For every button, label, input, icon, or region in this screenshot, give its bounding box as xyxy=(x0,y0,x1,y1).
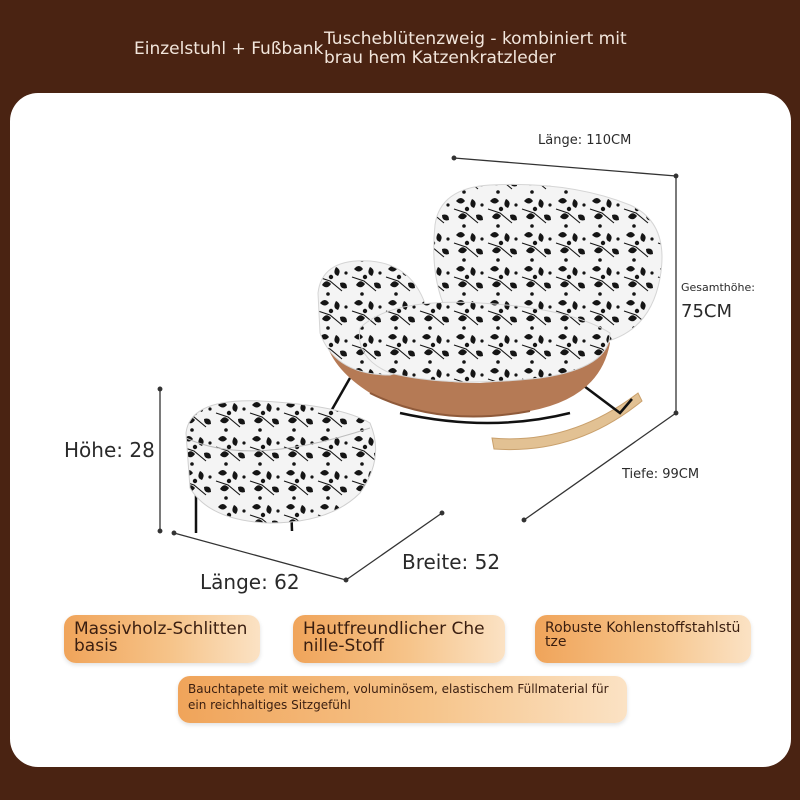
feature-solid-wood-base: Massivholz-Schlittenbasis xyxy=(64,615,260,663)
ottoman-height-label: Höhe: 28 xyxy=(64,438,155,462)
chair-length-label: Länge: 110CM xyxy=(538,133,632,148)
depth-label: Tiefe: 99CM xyxy=(622,467,700,482)
ottoman-length-line xyxy=(171,530,349,583)
chair-length-line xyxy=(451,155,679,179)
color-description: Tuscheblütenzweig - kombiniert mit brau … xyxy=(324,29,627,68)
chair-height-line xyxy=(673,176,679,416)
ottoman-length-label: Länge: 62 xyxy=(200,570,300,594)
feature-filling-description-text: Bauchtapete mit weichem, voluminösem, el… xyxy=(188,682,609,712)
feature-carbon-steel-support: Robuste Kohlenstoffstahlstütze xyxy=(535,615,751,663)
chair-depth-line xyxy=(521,412,677,523)
feature-solid-wood-base-text: Massivholz-Schlittenbasis xyxy=(74,619,248,656)
ottoman-illustration xyxy=(185,400,377,533)
wood-rocker xyxy=(491,392,643,451)
total-height-value: 75CM xyxy=(681,301,733,322)
seat-cushion xyxy=(358,301,611,383)
product-illustration xyxy=(157,155,679,583)
variant-label: Einzelstuhl + Fußbank xyxy=(134,39,324,59)
ottoman-width-label: Breite: 52 xyxy=(402,550,501,574)
feature-chenille-fabric: Hautfreundlicher Chenille-Stoff xyxy=(293,615,505,663)
ottoman-width-line xyxy=(345,510,445,581)
product-card: Länge: 110CM Gesamthöhe: 75CM Tiefe: 99C… xyxy=(10,93,791,767)
total-height-label: Gesamthöhe: xyxy=(681,281,755,294)
feature-filling-description: Bauchtapete mit weichem, voluminösem, el… xyxy=(178,676,627,723)
ottoman-height-line xyxy=(157,386,163,534)
feature-chenille-fabric-text: Hautfreundlicher Chenille-Stoff xyxy=(303,619,485,656)
rocking-chair-illustration xyxy=(317,183,663,451)
leather-shell xyxy=(323,303,610,417)
feature-carbon-steel-support-text: Robuste Kohlenstoffstahlstütze xyxy=(545,620,741,650)
